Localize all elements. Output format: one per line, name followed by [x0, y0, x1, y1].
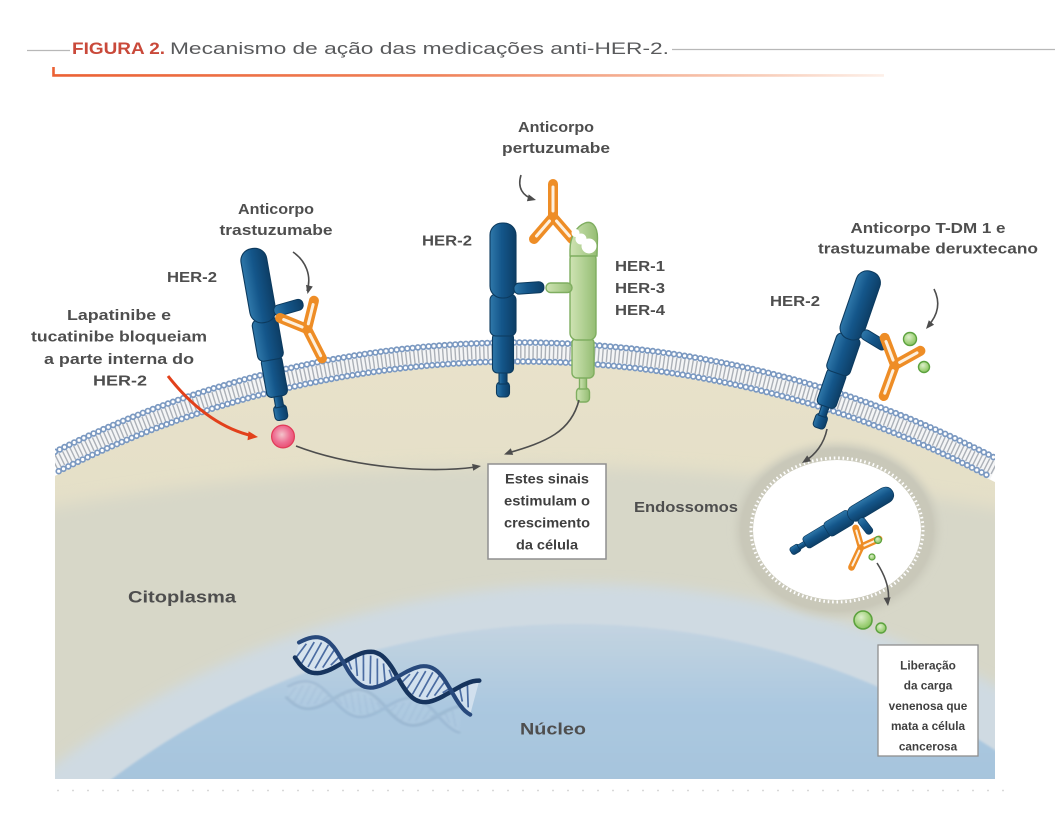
svg-text:HER-3: HER-3 [615, 280, 665, 297]
svg-text:HER-2: HER-2 [770, 293, 820, 310]
svg-text:FIGURA 2.: FIGURA 2. [72, 39, 165, 58]
svg-text:Núcleo: Núcleo [520, 720, 586, 739]
svg-text:Citoplasma: Citoplasma [128, 588, 237, 607]
svg-text:crescimento: crescimento [504, 516, 590, 531]
svg-text:Anticorpo T-DM 1 e: Anticorpo T-DM 1 e [851, 220, 1006, 237]
svg-text:HER-1: HER-1 [615, 258, 665, 275]
svg-text:cancerosa: cancerosa [899, 739, 958, 753]
svg-text:trastuzumabe deruxtecano: trastuzumabe deruxtecano [818, 241, 1038, 258]
svg-text:HER-2: HER-2 [422, 233, 472, 250]
svg-text:Lapatinibe e: Lapatinibe e [67, 307, 171, 324]
svg-text:HER-2: HER-2 [167, 269, 217, 286]
svg-text:trastuzumabe: trastuzumabe [220, 222, 333, 239]
svg-text:Mecanismo de ação das medicaçõ: Mecanismo de ação das medicações anti-HE… [170, 39, 669, 58]
svg-text:HER-2: HER-2 [93, 373, 147, 390]
svg-text:Anticorpo: Anticorpo [518, 119, 594, 136]
svg-text:pertuzumabe: pertuzumabe [502, 140, 610, 157]
svg-text:Estes sinais: Estes sinais [505, 472, 589, 487]
svg-text:venenosa que: venenosa que [889, 699, 968, 713]
svg-text:Anticorpo: Anticorpo [238, 201, 314, 218]
svg-text:HER-4: HER-4 [615, 302, 666, 319]
svg-text:da carga: da carga [904, 679, 953, 693]
svg-text:Endossomos: Endossomos [634, 499, 738, 516]
svg-text:Liberação: Liberação [900, 659, 956, 673]
svg-text:tucatinibe bloqueiam: tucatinibe bloqueiam [31, 329, 207, 346]
svg-text:estimulam o: estimulam o [504, 494, 590, 509]
svg-text:mata a célula: mata a célula [891, 719, 966, 733]
svg-text:da célula: da célula [516, 538, 579, 553]
svg-text:a parte interna do: a parte interna do [44, 351, 194, 368]
